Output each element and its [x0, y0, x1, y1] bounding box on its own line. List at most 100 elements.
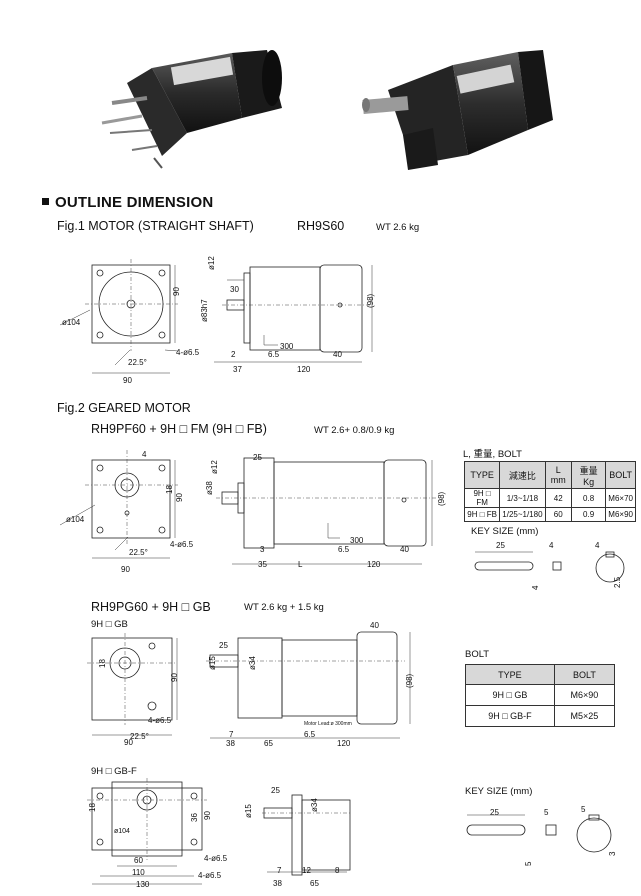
fig4-front-view: [87, 778, 207, 885]
fig1-dim-40: 40: [333, 350, 342, 359]
fig3-dim-65: 65: [264, 739, 273, 748]
fig2-dim-hole: 4-ø6.5: [170, 540, 194, 549]
fig3-side-view: [206, 631, 411, 739]
fig2-dim-35: 35: [258, 560, 267, 569]
table-cell: M5×25: [553, 705, 616, 727]
fig1-dim-65: 6.5: [268, 350, 280, 359]
fig1-dim-37: 37: [233, 365, 242, 374]
fig2-dim-104: ø104: [66, 515, 85, 524]
fig2-dim-40: 40: [400, 545, 409, 554]
fig2-weight: WT 2.6+ 0.8/0.9 kg: [314, 425, 395, 436]
fig1-dim-key: 30: [230, 285, 239, 294]
fig2-dim-90v: 90: [175, 493, 184, 502]
table-cell: 0.8: [570, 488, 607, 508]
fig2-spec-table: TYPE 減速比 L mm 重量 Kg BOLT 9H □ FM 1/3~1/1…: [463, 461, 636, 522]
fig3-dim-90h: 90: [124, 738, 133, 747]
fig1-dim-shaft: ø12: [207, 256, 216, 270]
bolt-table-caption: BOLT: [465, 649, 490, 660]
fig4-dim-104: ø104: [114, 828, 130, 835]
table-header: TYPE: [465, 664, 555, 685]
fig4-key-title: KEY SIZE (mm): [465, 786, 533, 797]
fig3-sub: 9H □ GB: [91, 619, 128, 630]
fig4-dim-hole: 4-ø6.5: [204, 854, 228, 863]
fig2-dim-3: 3: [260, 545, 265, 554]
fig3-dim-18: 18: [98, 659, 107, 668]
fig2-key-4b: 4: [595, 541, 600, 550]
table-cell: 9H □ GB: [465, 684, 555, 706]
fig1-front-view: [59, 259, 179, 374]
fig4-dim-25: 25: [271, 786, 280, 795]
fig2-dim-120: 120: [367, 560, 381, 569]
table-cell: 42: [544, 488, 572, 508]
table-cell: 9H □ GB-F: [465, 705, 555, 727]
fig4-dim-34: ø34: [310, 798, 319, 812]
fig3-dim-38: 38: [226, 739, 235, 748]
fig2-dim-lead: 300: [350, 536, 364, 545]
fig3-dim-7: 7: [229, 730, 234, 739]
fig1-dim-pilot: ø83h7: [200, 299, 209, 322]
fig4-dim-130: 130: [136, 880, 150, 889]
fig2-side-view: [216, 457, 436, 565]
fig4-dim-7: 7: [277, 866, 282, 875]
section-heading: OUTLINE DIMENSION: [42, 194, 213, 211]
fig2-key-4c: 4: [531, 585, 540, 590]
fig1-dim-2: 2: [231, 350, 236, 359]
fig1-dim-90v: 90: [172, 287, 181, 296]
fig4-dim-hole2: 4-ø6.5: [198, 871, 222, 880]
bolt-table: TYPE BOLT 9H □ GB M6×90 9H □ GB-F M5×25: [465, 664, 616, 727]
fig1-side-view: [214, 264, 373, 363]
table-cell: M6×90: [605, 507, 636, 522]
fig2-key-25b: 2.5: [613, 576, 622, 588]
fig3-dim-25: 25: [219, 641, 228, 650]
table-header: TYPE: [463, 461, 501, 489]
fig1-dim-120: 120: [297, 365, 311, 374]
fig1-dim-104: ø104: [62, 318, 81, 327]
table-cell: M6×70: [605, 488, 636, 508]
fig3-model: RH9PG60 + 9H □ GB: [91, 600, 211, 614]
fig4-dim-110: 110: [132, 868, 145, 877]
fig2-dim-shaft: ø12: [210, 460, 219, 474]
fig1-dim-ang: 22.5°: [128, 358, 147, 367]
fig4-side-view: [262, 794, 352, 876]
motor-photo-left: [101, 50, 282, 169]
table-header: 重量 Kg: [570, 461, 607, 489]
fig1-title: Fig.1 MOTOR (STRAIGHT SHAFT): [57, 219, 254, 233]
fig4-dim-36: 36: [190, 813, 199, 822]
fig3-dim-ang: 22.5°: [130, 732, 149, 741]
fig2-dim-90h: 90: [121, 565, 130, 574]
fig2-dim-L: L: [298, 560, 303, 569]
fig1-dim-lead: 300: [280, 342, 294, 351]
fig2-model: RH9PF60 + 9H □ FM (9H □ FB): [91, 422, 267, 436]
table-header: 減速比: [499, 461, 546, 489]
table-cell: 9H □ FM: [463, 488, 501, 508]
table-cell: M6×90: [553, 684, 616, 706]
fig1-dim-hole: 4-ø6.5: [176, 348, 200, 357]
fig2-dim-ang: 22.5°: [129, 548, 148, 557]
fig1-dim-98: (98): [366, 293, 375, 308]
fig3-dim-hole: 4-ø6.5: [148, 716, 172, 725]
fig3-dim-90v: 90: [170, 673, 179, 682]
fig2-dim-98: (98): [437, 491, 446, 506]
table-header: BOLT: [605, 461, 636, 489]
table-cell: 60: [544, 507, 572, 522]
fig3-front-view: [87, 633, 178, 736]
fig2-dim-18: 18: [165, 485, 174, 494]
table-cell: 0.9: [570, 507, 607, 522]
fig3-dim-34: ø34: [248, 656, 257, 670]
fig2-dim-pilot: ø38: [205, 481, 214, 495]
fig4-key-diagram: [466, 814, 612, 853]
fig4-dim-shaft: ø15: [244, 804, 253, 818]
fig3-dim-65b: 6.5: [304, 730, 316, 739]
fig3-dim-shaft: ø15: [208, 656, 217, 670]
fig2-table-caption: L, 重量, BOLT: [463, 449, 522, 460]
fig4-dim-38: 38: [273, 879, 282, 888]
fig2-key-4a: 4: [549, 541, 554, 550]
fig2-key-diagram: [474, 551, 625, 583]
table-cell: 1/3~1/18: [499, 488, 546, 508]
fig3-dim-120: 120: [337, 739, 351, 748]
fig4-dim-90: 90: [203, 811, 212, 820]
fig2-dim-65: 6.5: [338, 545, 350, 554]
fig3-dim-98: (98): [405, 673, 414, 688]
fig4-dim-65: 65: [310, 879, 319, 888]
fig2-key-25: 25: [496, 541, 505, 550]
